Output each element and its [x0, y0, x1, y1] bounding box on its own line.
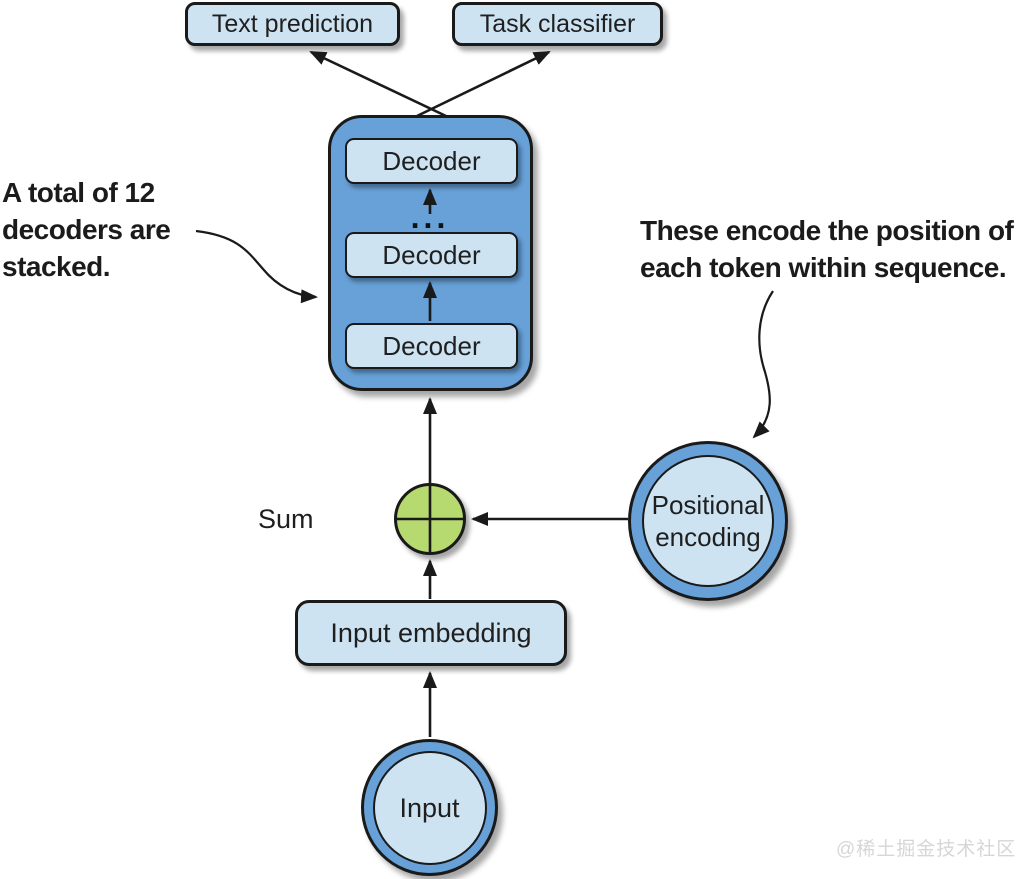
input-embedding-label: Input embedding	[330, 617, 532, 648]
annotation-left-line3: stacked.	[2, 251, 111, 282]
stack-ellipsis: ...	[410, 199, 450, 235]
task-classifier-label: Task classifier	[479, 9, 636, 38]
input-label: Input	[399, 792, 460, 823]
text-prediction-node: Text prediction	[185, 2, 400, 46]
annotation-left-line1: A total of 12	[2, 177, 155, 208]
arrow-stack-to-task-classifier	[416, 50, 551, 118]
annotation-left: A total of 12 decoders are stacked.	[2, 174, 171, 285]
input-node-inner: Input	[372, 750, 487, 865]
positional-encoding-node: Positional encoding	[628, 441, 788, 601]
decoder-label: Decoder	[382, 145, 481, 176]
sum-label: Sum	[258, 504, 314, 534]
text-prediction-label: Text prediction	[211, 9, 374, 38]
task-classifier-node: Task classifier	[452, 2, 663, 46]
decoder-node-bottom: Decoder	[345, 323, 518, 369]
annotation-left-curve-arrow	[195, 229, 318, 304]
annotation-right: These encode the position of each token …	[640, 212, 1014, 286]
annotation-right-line1: These encode the position of	[640, 215, 1014, 246]
sum-node	[394, 483, 466, 555]
input-node: Input	[361, 739, 498, 876]
decoder-label: Decoder	[382, 330, 481, 361]
annotation-right-curve-arrow	[752, 290, 774, 439]
input-embedding-node: Input embedding	[295, 600, 567, 666]
positional-encoding-label-line2: encoding	[655, 522, 761, 552]
annotation-left-line2: decoders are	[2, 214, 171, 245]
positional-encoding-inner: Positional encoding	[642, 455, 774, 587]
arrow-stack-to-text-prediction	[309, 50, 447, 118]
decoder-node-middle: Decoder	[345, 232, 518, 278]
watermark: @稀土掘金技术社区	[836, 839, 1017, 860]
decoder-label: Decoder	[382, 239, 481, 270]
positional-encoding-label-line1: Positional	[651, 490, 765, 520]
annotation-right-line2: each token within sequence.	[640, 252, 1007, 283]
decoder-node-top: Decoder	[345, 138, 518, 184]
